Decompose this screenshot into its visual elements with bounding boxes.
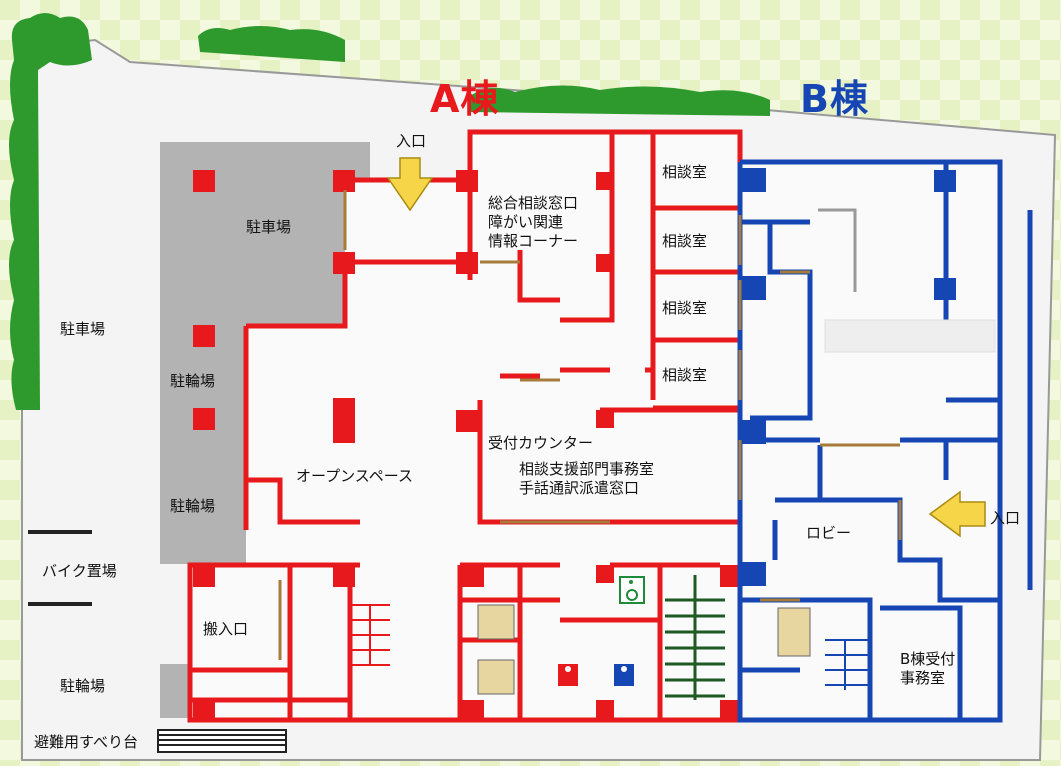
wheelchair-icon	[619, 576, 645, 604]
bicycle-label-3: 駐輪場	[60, 677, 106, 695]
support-office-label: 相談支援部門事務室 手話通訳派遣窓口	[519, 460, 654, 498]
entrance-label: 入口	[396, 132, 427, 150]
support-office-line-1: 相談支援部門事務室	[519, 460, 655, 478]
consult-window-line-2: 障がい関連	[488, 212, 564, 231]
reception-label: 受付カウンター	[488, 434, 594, 452]
evacuation-slide-label: 避難用すべり台	[34, 733, 138, 751]
wing-a-pillars	[193, 170, 742, 722]
b-reception-label: B棟受付 事務室	[900, 650, 955, 688]
consult-window-line-1: 総合相談窓口	[488, 194, 579, 212]
small-gray-block	[160, 664, 190, 718]
consult-window-label: 総合相談窓口 障がい関連 情報コーナー	[488, 194, 578, 250]
evacuation-slide	[157, 729, 287, 753]
b-reception-line-2: 事務室	[900, 668, 946, 687]
lobby-label: ロビー	[806, 524, 852, 542]
toilet-female-icon	[558, 664, 578, 686]
wing-a-title: A棟	[430, 77, 500, 121]
open-space-label: オープンスペース	[296, 467, 414, 485]
wing-b-title: B棟	[800, 77, 869, 121]
parking-outer-label: 駐車場	[60, 320, 106, 338]
parking-gap	[160, 324, 246, 564]
stairs-a-left	[352, 604, 390, 666]
consult-room-2: 相談室	[662, 232, 708, 250]
bike-parking-label: バイク置場	[42, 562, 117, 580]
consult-window-line-3: 情報コーナー	[488, 231, 579, 250]
stairs-a-right	[665, 575, 725, 700]
parking-inner-label: 駐車場	[246, 218, 292, 236]
support-office-line-2: 手話通訳派遣窓口	[519, 478, 640, 497]
consult-room-4: 相談室	[662, 366, 708, 384]
bicycle-label-1: 駐輪場	[170, 372, 216, 390]
entrance-b-label: 入口	[990, 509, 1021, 527]
wing-b-pillars	[742, 168, 956, 586]
toilet-male-icon	[614, 664, 634, 686]
b-reception-line-1: B棟受付	[900, 650, 956, 668]
greenery	[9, 13, 770, 410]
consult-room-1: 相談室	[662, 163, 708, 181]
loading-label: 搬入口	[203, 620, 249, 638]
consult-room-3: 相談室	[662, 299, 708, 317]
bicycle-label-2: 駐輪場	[170, 497, 216, 515]
stairs-b	[825, 639, 870, 690]
entrance-arrow-main	[386, 157, 434, 212]
elevator-icon	[477, 604, 811, 695]
entrance-arrow-b	[928, 490, 986, 538]
